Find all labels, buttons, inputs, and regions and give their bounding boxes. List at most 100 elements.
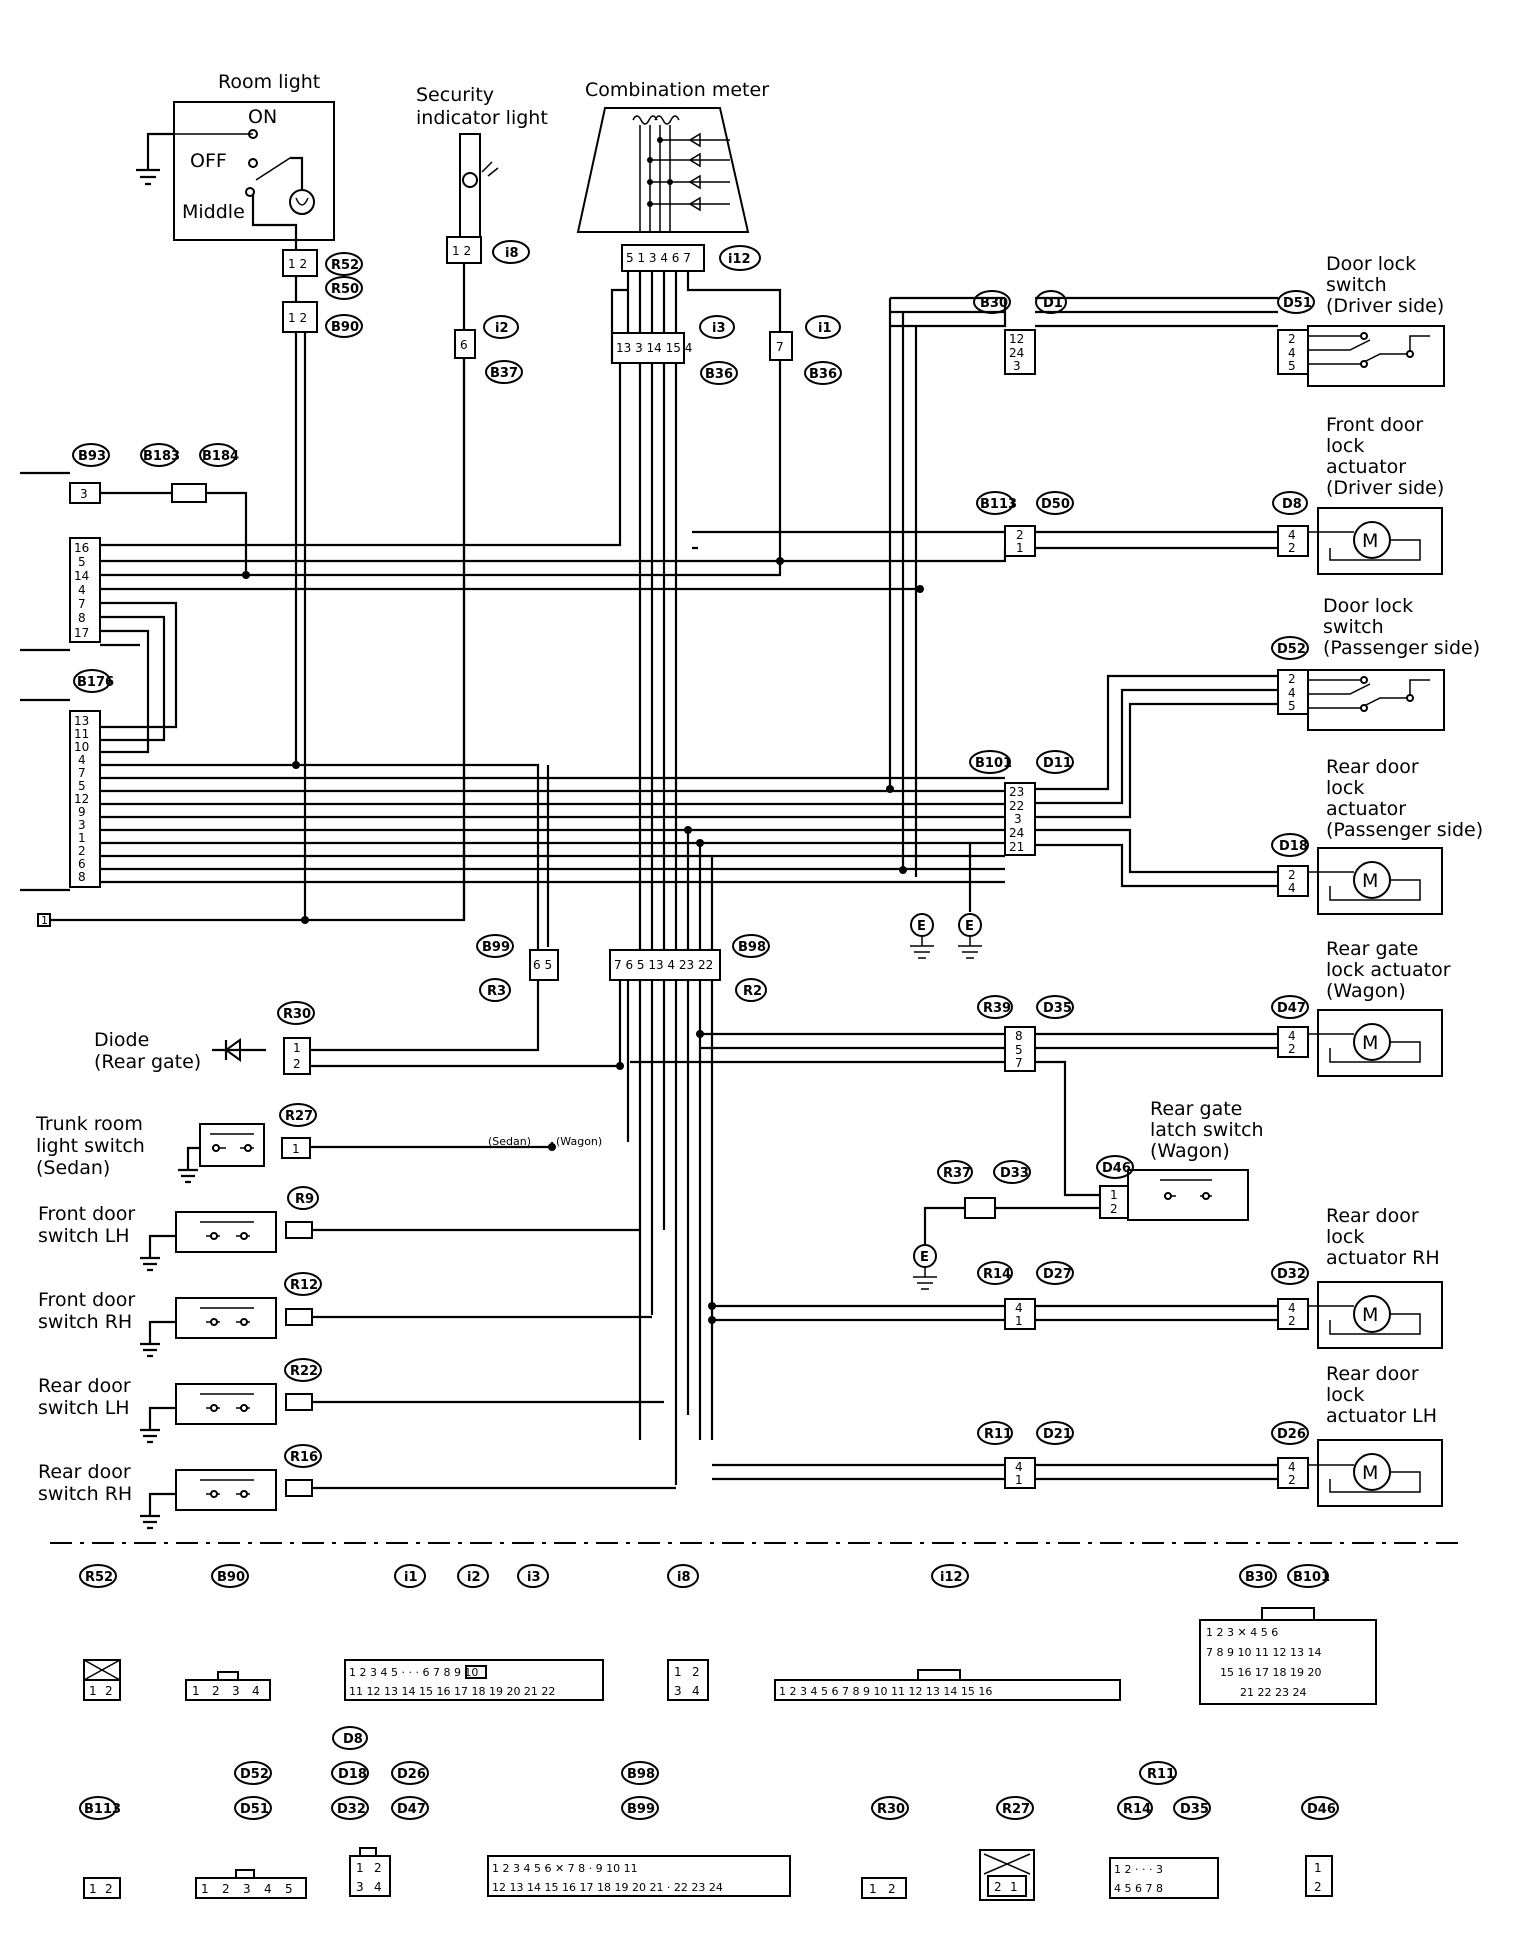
svg-text:Rear gate: Rear gate: [1150, 1098, 1242, 1120]
svg-text:D18: D18: [338, 1767, 367, 1782]
front-door-switch-lh: Front door switch LH R9: [38, 1186, 319, 1272]
svg-text:Rear door: Rear door: [1326, 1205, 1419, 1227]
svg-text:(Passenger side): (Passenger side): [1323, 637, 1480, 659]
svg-text:B176: B176: [77, 675, 114, 690]
svg-text:3: 3: [232, 1684, 240, 1698]
svg-text:14: 14: [74, 569, 89, 583]
svg-text:2: 2: [1288, 672, 1296, 686]
b98-pins-top: 1 2 3 4 5 6 ✕ 7 8 · 9 10 11: [492, 1862, 638, 1875]
svg-text:1: 1: [356, 1861, 364, 1875]
room-light-off-label: OFF: [190, 150, 227, 172]
svg-text:1: 1: [1314, 1861, 1322, 1875]
marker-1: 1: [37, 913, 51, 927]
svg-text:3: 3: [78, 818, 86, 832]
svg-text:R52: R52: [331, 258, 359, 273]
svg-text:D52: D52: [1277, 642, 1306, 657]
svg-text:Front door: Front door: [1326, 414, 1423, 436]
svg-text:D8: D8: [343, 1732, 363, 1747]
svg-text:4: 4: [252, 1684, 260, 1698]
svg-text:Security: Security: [416, 84, 494, 106]
combination-meter: Combination meter 5 1 3 4 6 7 i12: [576, 79, 769, 272]
svg-text:4: 4: [1288, 881, 1296, 895]
svg-text:D21: D21: [1043, 1427, 1072, 1442]
i1-pins-bottom: 11 12 13 14 15 16 17 18 19 20 21 22: [349, 1685, 555, 1698]
svg-text:R9: R9: [295, 1192, 314, 1207]
svg-text:M: M: [1362, 530, 1378, 552]
svg-text:lock: lock: [1326, 435, 1364, 457]
svg-text:4: 4: [1015, 1301, 1023, 1315]
room-light: Room light ON OFF Middle: [136, 71, 335, 250]
svg-text:(Rear gate): (Rear gate): [94, 1051, 201, 1073]
svg-text:10: 10: [74, 740, 89, 754]
svg-text:M: M: [1362, 1032, 1378, 1054]
svg-text:D51: D51: [1283, 296, 1312, 311]
b30-row3: 15 16 17 18 19 20: [1220, 1666, 1321, 1679]
svg-text:5: 5: [1288, 359, 1296, 373]
svg-text:4: 4: [1288, 528, 1296, 542]
svg-text:17: 17: [74, 626, 89, 640]
svg-text:Combination meter: Combination meter: [585, 79, 769, 101]
svg-text:Rear door: Rear door: [38, 1375, 131, 1397]
svg-text:12: 12: [74, 792, 89, 806]
svg-text:(Driver side): (Driver side): [1326, 477, 1444, 499]
svg-text:(Passenger side): (Passenger side): [1326, 819, 1483, 841]
svg-text:Rear gate: Rear gate: [1326, 938, 1418, 960]
svg-text:6: 6: [460, 338, 468, 352]
svg-text:3: 3: [1013, 359, 1021, 373]
svg-text:lock: lock: [1326, 1384, 1364, 1406]
svg-text:D35: D35: [1043, 1001, 1072, 1016]
svg-text:switch: switch: [1323, 616, 1384, 638]
svg-text:i2: i2: [495, 321, 509, 336]
svg-text:B113: B113: [84, 1802, 121, 1817]
svg-text:4: 4: [1288, 686, 1296, 700]
svg-text:2: 2: [1288, 1042, 1296, 1056]
svg-text:B113: B113: [980, 497, 1017, 512]
led-icon: [462, 172, 478, 188]
b30-row1: 1 2 3 ✕ 4 5 6: [1206, 1626, 1278, 1639]
svg-text:D47: D47: [397, 1802, 426, 1817]
svg-text:1: 1: [1016, 541, 1024, 555]
svg-text:4: 4: [1288, 346, 1296, 360]
svg-text:D50: D50: [1041, 497, 1070, 512]
svg-text:12: 12: [1009, 332, 1024, 346]
svg-text:B184: B184: [202, 449, 239, 464]
svg-text:3: 3: [356, 1880, 364, 1894]
svg-text:4: 4: [692, 1684, 700, 1698]
b98-pins-bottom: 12 13 14 15 16 17 18 19 20 21 · 22 23 24: [492, 1881, 723, 1894]
svg-text:light switch: light switch: [36, 1135, 145, 1157]
connector-r50-b90: 1 2 R50 B90: [282, 276, 363, 338]
svg-text:R2: R2: [743, 984, 762, 999]
svg-text:actuator: actuator: [1326, 456, 1406, 478]
ground-icon: [136, 168, 160, 186]
svg-text:lock actuator: lock actuator: [1326, 959, 1451, 981]
svg-text:1: 1: [78, 831, 86, 845]
svg-text:2: 2: [994, 1880, 1002, 1894]
svg-text:Door lock: Door lock: [1323, 595, 1413, 617]
rear-door-switch-lh: Rear door switch LH R22: [38, 1358, 322, 1444]
svg-text:2: 2: [293, 1057, 301, 1071]
svg-text:4: 4: [78, 583, 86, 597]
connector-b101-d11: B101 D11 23 22 3 24 21: [969, 750, 1074, 856]
svg-text:7: 7: [776, 340, 784, 354]
svg-text:3: 3: [243, 1882, 251, 1896]
svg-text:1: 1: [41, 914, 48, 927]
rear-door-lock-actuator-passenger: Rear door lock actuator (Passenger side)…: [1271, 756, 1483, 915]
svg-text:2: 2: [78, 844, 86, 858]
svg-text:1: 1: [89, 1882, 97, 1896]
svg-text:R30: R30: [877, 1802, 905, 1817]
svg-text:R27: R27: [1002, 1802, 1030, 1817]
front-door-switch-rh: Front door switch RH R12: [38, 1272, 322, 1358]
svg-text:7 6 5 13 4 23 22: 7 6 5 13 4 23 22: [614, 958, 713, 972]
front-door-lock-actuator-driver: Front door lock actuator (Driver side) D…: [1272, 414, 1444, 575]
svg-text:4: 4: [264, 1882, 272, 1896]
connector-b176: B176 13 11 10 4 7 5 12 9 3 1 2 6 8: [69, 669, 114, 888]
svg-text:D8: D8: [1282, 497, 1302, 512]
svg-text:4: 4: [1288, 1460, 1296, 1474]
svg-text:1 2: 1 2: [288, 257, 307, 271]
svg-text:i1: i1: [404, 1570, 418, 1585]
wiring: [50, 263, 1278, 1490]
svg-text:actuator LH: actuator LH: [1326, 1405, 1437, 1427]
svg-text:1: 1: [1015, 1473, 1023, 1487]
diode-rear-gate: Diode (Rear gate) R30 1 2: [94, 1001, 315, 1075]
svg-text:lock: lock: [1326, 777, 1364, 799]
